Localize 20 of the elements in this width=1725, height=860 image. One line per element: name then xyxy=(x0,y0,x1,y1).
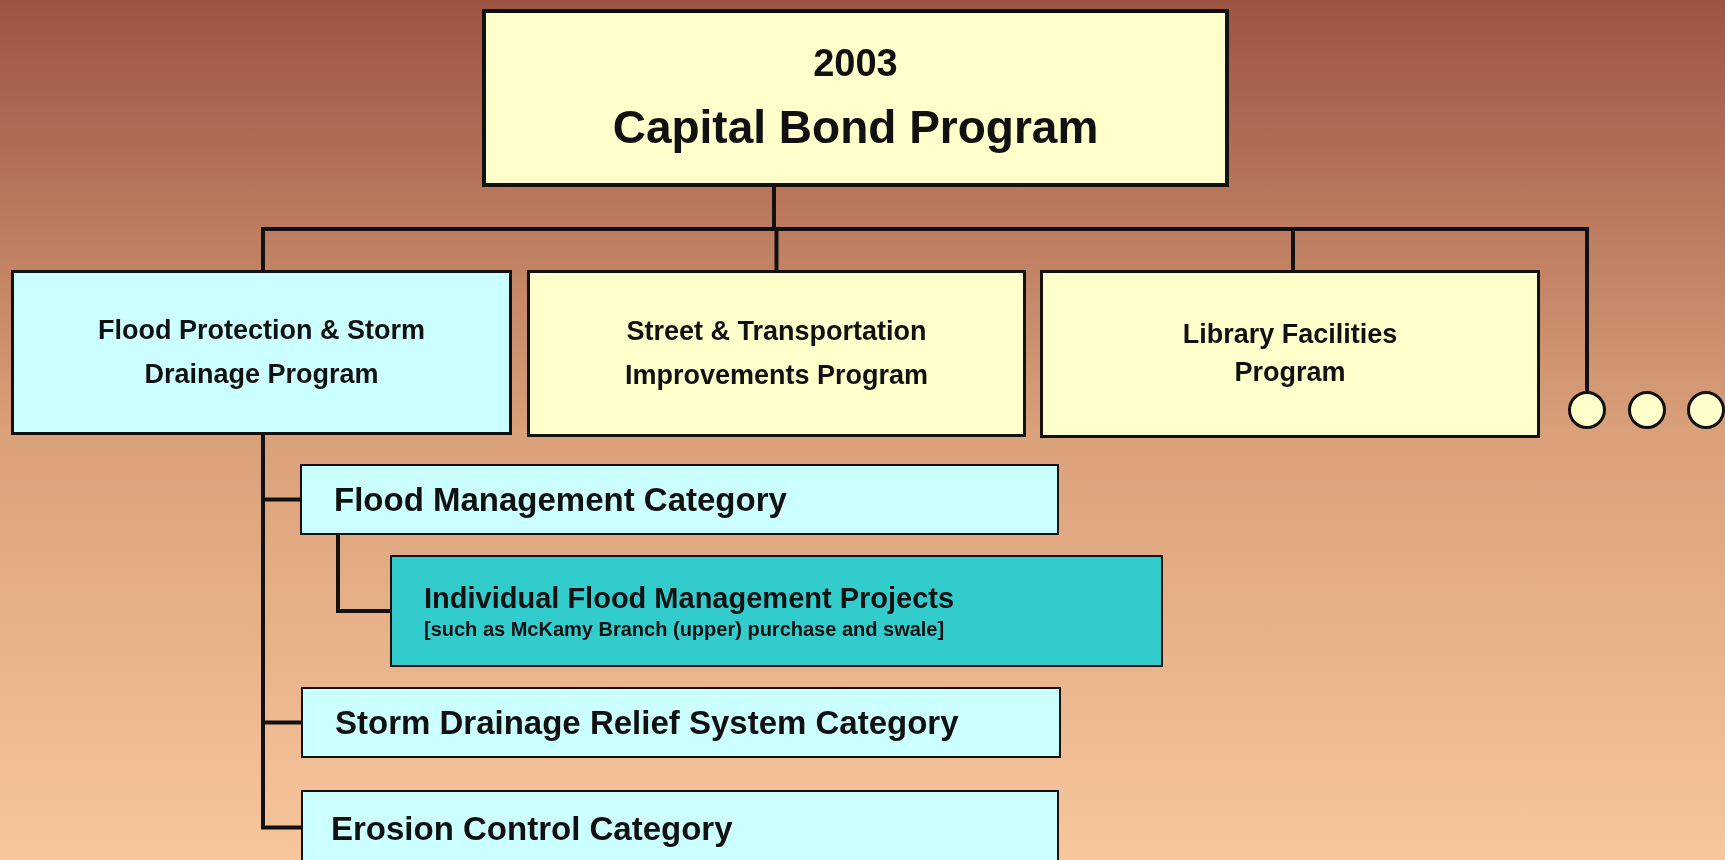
box-title: Street & Transportation Improvements Program xyxy=(623,315,930,392)
program-box xyxy=(482,9,1229,187)
connector-line xyxy=(261,435,301,830)
box-subtitle: Capital Bond Program xyxy=(612,100,1099,155)
connector-line xyxy=(336,535,390,613)
box-title: Storm Drainage Relief System Category xyxy=(335,702,960,743)
box-title: 2003 xyxy=(813,40,898,86)
category-box xyxy=(300,464,1059,535)
program-box xyxy=(527,270,1026,437)
program-box xyxy=(11,270,512,435)
box-subtitle: [such as McKamy Branch (upper) purchase and swale] xyxy=(424,616,946,642)
box-title: Erosion Control Category xyxy=(331,809,734,849)
program-box xyxy=(1040,270,1540,438)
category-box xyxy=(301,790,1059,860)
box-title: Flood Protection & Storm Drainage Program xyxy=(97,314,426,391)
box-title: Flood Management Category xyxy=(334,479,788,520)
box-title: Individual Flood Management Projects xyxy=(424,581,956,617)
category-box xyxy=(301,687,1061,758)
box-title: Library Facilities Program xyxy=(1181,318,1399,389)
project-box xyxy=(390,555,1163,667)
